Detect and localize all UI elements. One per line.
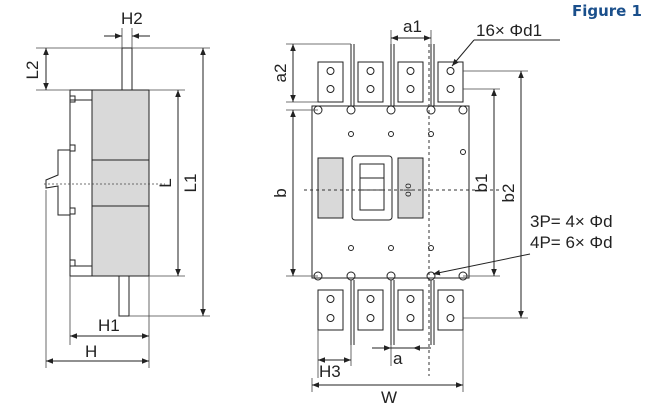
- label-3p-holes: 3P= 4× Φd: [530, 212, 613, 231]
- front-panel-right: [397, 157, 424, 219]
- side-view: [36, 28, 210, 368]
- side-top-terminal: [121, 47, 133, 91]
- side-cover: [91, 89, 150, 277]
- side-handle: [45, 149, 70, 216]
- label-b: b: [271, 188, 290, 197]
- label-l1: L1: [181, 174, 200, 193]
- label-a2: a2: [271, 64, 290, 83]
- side-base-strip: [69, 89, 93, 277]
- handle-window: [351, 155, 393, 221]
- label-b1: b1: [472, 174, 491, 193]
- top-terminals: [317, 44, 464, 106]
- label-4p-holes: 4P= 6× Φd: [530, 233, 613, 252]
- label-a: a: [393, 349, 403, 368]
- side-bottom-terminal: [118, 275, 130, 317]
- label-a1: a1: [403, 17, 422, 36]
- label-w: W: [381, 388, 397, 407]
- label-16xd1: 16× Φd1: [476, 21, 542, 40]
- label-l: L: [156, 178, 175, 187]
- front-panel-left: [317, 157, 344, 219]
- bottom-terminals: [317, 280, 464, 345]
- front-view: o|o: [286, 30, 560, 392]
- label-l2: L2: [23, 61, 42, 80]
- label-b2: b2: [499, 184, 518, 203]
- label-h3: H3: [319, 362, 341, 381]
- label-h2: H2: [121, 9, 143, 28]
- label-h: H: [85, 342, 97, 361]
- handle: [359, 163, 385, 211]
- label-h1: H1: [98, 316, 120, 335]
- figure-title: Figure 1: [571, 2, 642, 20]
